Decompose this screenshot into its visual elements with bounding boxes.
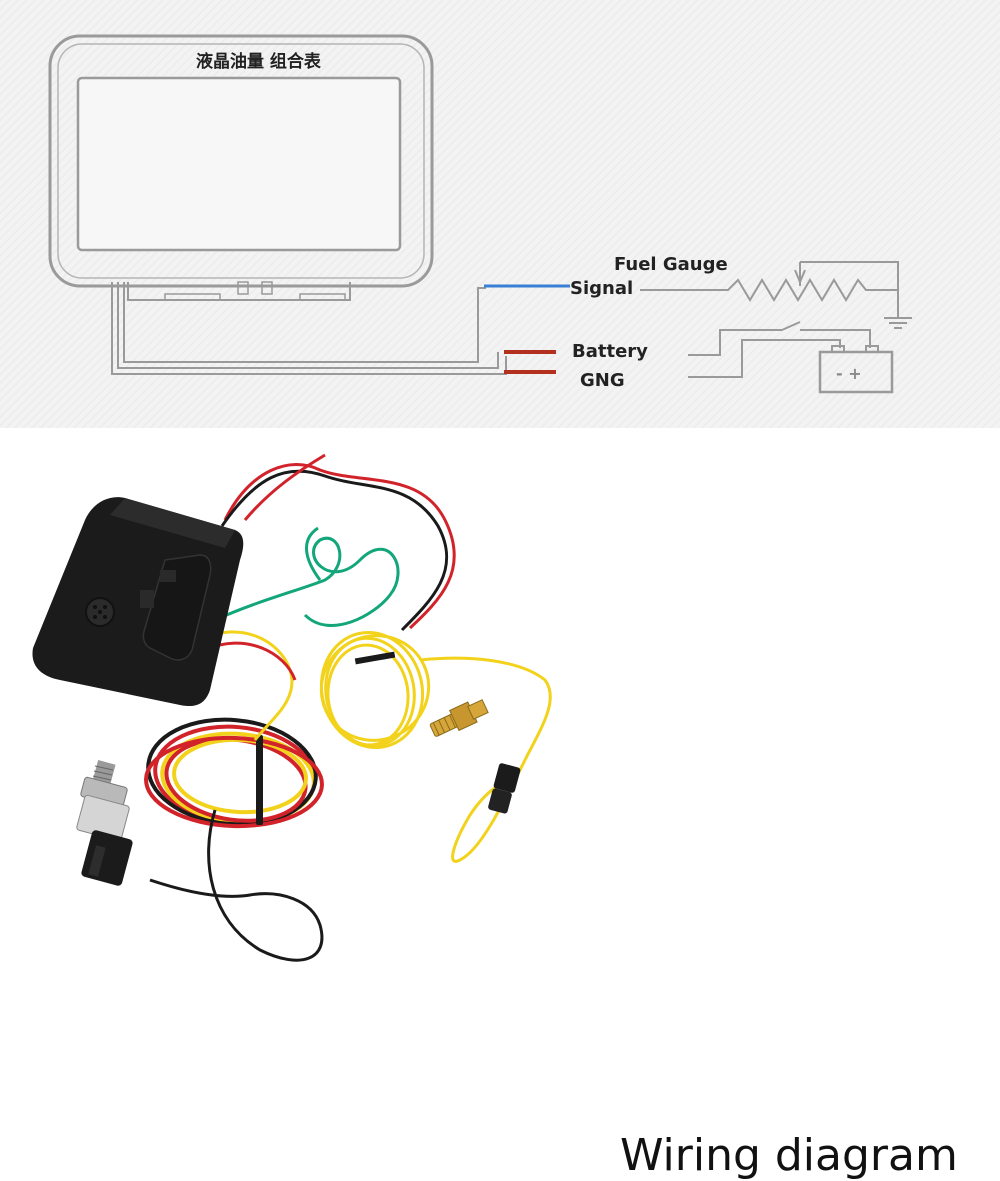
battery-circuit	[688, 321, 871, 378]
yellow-wire-coil	[319, 631, 552, 863]
black-sensor-wire	[149, 809, 324, 962]
mount-slot-left	[164, 293, 221, 301]
oil-pressure-sensor	[76, 760, 133, 886]
gauge-mount-base	[127, 282, 351, 301]
red-black-power-wire	[220, 453, 456, 632]
wiring-schematic-panel: 液晶油量 组合表 Signal Battery GNG Fuel Gauge	[0, 0, 1000, 428]
gauge-housing-inner-outline	[57, 43, 425, 279]
gauge-unit	[32, 497, 244, 707]
green-signal-wire	[214, 526, 400, 627]
gng-label: GNG	[580, 370, 625, 391]
battery-icon: - +	[818, 345, 894, 394]
product-photo-panel: Wiring diagram	[0, 428, 1000, 1181]
wiring-schematic: 液晶油量 组合表 Signal Battery GNG Fuel Gauge	[48, 34, 912, 394]
battery-polarity-label: - +	[836, 364, 862, 383]
cable-tie-right	[354, 651, 396, 665]
water-temperature-sensor	[429, 699, 489, 737]
tricolor-wire-coil	[144, 717, 324, 829]
mount-tab-left	[237, 281, 249, 295]
fuel-gauge-label: Fuel Gauge	[614, 254, 728, 275]
cable-tie-left	[256, 735, 263, 825]
wiring-diagram-caption: Wiring diagram	[620, 1130, 958, 1181]
mount-slot-right	[299, 293, 346, 301]
gauge-display-title: 液晶油量 组合表	[196, 51, 322, 72]
signal-label: Signal	[570, 278, 633, 299]
fuel-sender-resistor	[640, 261, 899, 318]
ground-symbol	[884, 317, 912, 329]
harness-lines	[111, 282, 507, 375]
product-photo	[32, 453, 552, 962]
gauge-housing-outline	[48, 34, 434, 288]
gauge-screen	[76, 76, 402, 252]
battery-label: Battery	[572, 341, 648, 362]
inline-connector	[488, 763, 521, 814]
mount-tab-right	[261, 281, 273, 295]
